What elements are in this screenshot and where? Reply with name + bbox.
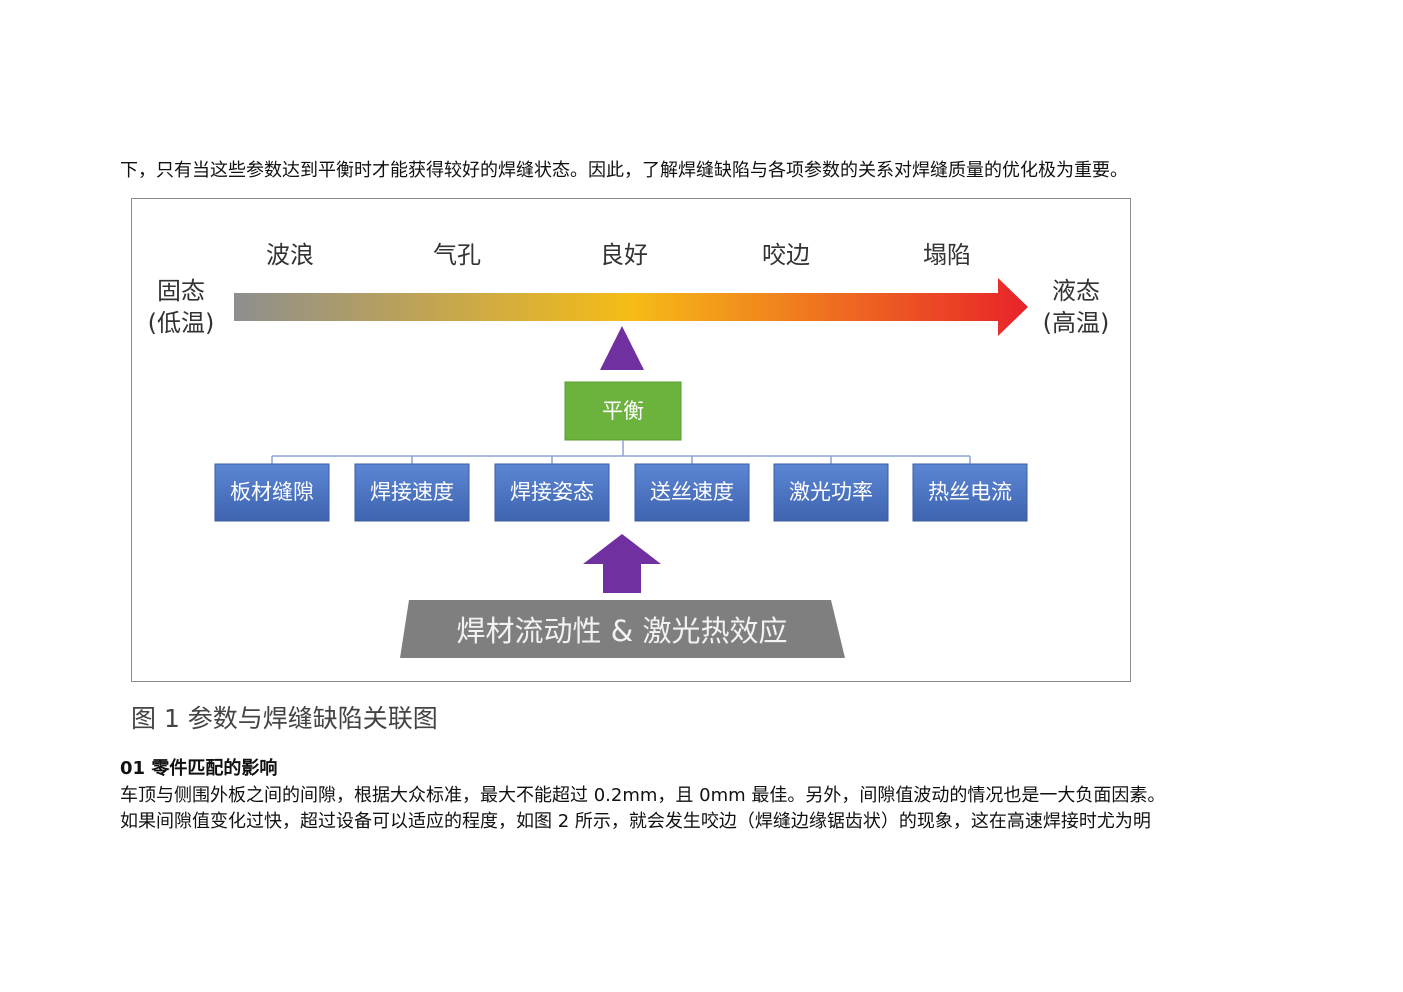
parameter-box-0: 板材缝隙 xyxy=(214,463,330,522)
balance-label: 平衡 xyxy=(602,399,644,423)
parameter-box-2: 焊接姿态 xyxy=(494,463,610,522)
solid-state-label: 固态 xyxy=(157,277,205,305)
state-label-3: 咬边 xyxy=(762,241,810,269)
state-label-4: 塌陷 xyxy=(923,241,971,269)
state-label-2: 良好 xyxy=(600,241,648,269)
body-line-2: 如果间隙值变化过快，超过设备可以适应的程度，如图 2 所示，就会发生咬边（焊缝边… xyxy=(120,811,1151,832)
temperature-gradient-arrow xyxy=(234,278,1028,336)
state-label-1: 气孔 xyxy=(433,241,481,269)
balance-box xyxy=(564,381,682,441)
parameter-label: 激光功率 xyxy=(789,480,873,504)
state-label-0: 波浪 xyxy=(266,241,314,269)
parameter-box-5: 热丝电流 xyxy=(912,463,1028,522)
parameter-label: 板材缝隙 xyxy=(230,480,314,504)
parameter-label: 送丝速度 xyxy=(650,480,734,504)
low-temp-label: (低温) xyxy=(148,309,215,337)
up-arrow-icon xyxy=(600,326,644,370)
base-bar xyxy=(400,600,845,658)
intro-paragraph: 下，只有当这些参数达到平衡时才能获得较好的焊缝状态。因此，了解焊缝缺陷与各项参数… xyxy=(120,160,1128,181)
liquid-state-label: 液态 xyxy=(1052,277,1100,305)
block-arrow-icon xyxy=(583,534,661,593)
body-line-1: 车顶与侧围外板之间的间隙，根据大众标准，最大不能超过 0.2mm，且 0mm 最… xyxy=(120,785,1166,806)
parameter-label: 焊接速度 xyxy=(370,480,454,504)
base-label: 焊材流动性 & 激光热效应 xyxy=(456,614,787,648)
high-temp-label: (高温) xyxy=(1043,309,1110,337)
figure-caption: 图 1 参数与焊缝缺陷关联图 xyxy=(131,704,438,733)
defect-parameter-figure: 波浪 气孔 良好 咬边 塌陷 固态 (低温) 液态 (高温) 平衡 板材缝隙 xyxy=(131,198,1131,682)
parameter-label: 热丝电流 xyxy=(928,480,1012,504)
parameter-box-3: 送丝速度 xyxy=(634,463,750,522)
parameter-box-4: 激光功率 xyxy=(773,463,889,522)
section-heading: 01 零件匹配的影响 xyxy=(120,758,278,779)
parameter-box-1: 焊接速度 xyxy=(354,463,470,522)
figure-diagram: 波浪 气孔 良好 咬边 塌陷 固态 (低温) 液态 (高温) 平衡 板材缝隙 xyxy=(148,241,1110,658)
parameter-label: 焊接姿态 xyxy=(510,480,594,504)
